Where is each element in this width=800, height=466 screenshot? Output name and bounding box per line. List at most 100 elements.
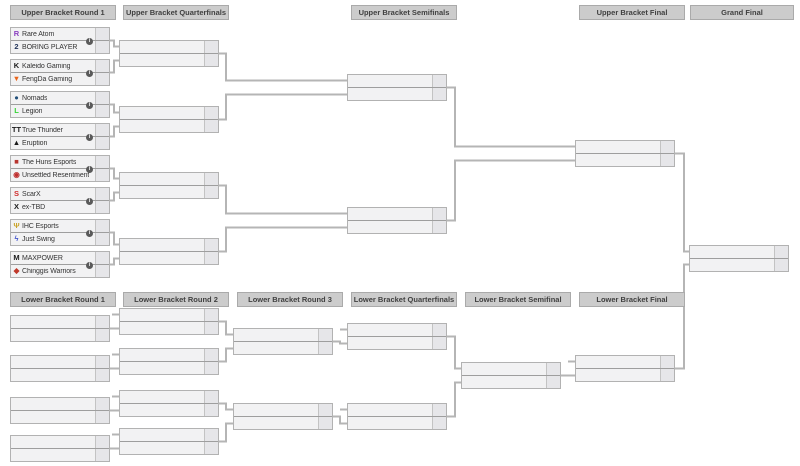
team-slot[interactable]: ▼ FengDa Gaming — [11, 72, 109, 85]
header-upper-bracket-final: Upper Bracket Final — [579, 5, 685, 20]
empty-team-slot — [120, 441, 218, 454]
team-name: BORING PLAYER — [22, 43, 78, 51]
score-cell — [318, 404, 332, 416]
match-info-icon[interactable]: i — [86, 70, 93, 77]
header-lower-bracket-semifinal: Lower Bracket Semifinal — [465, 292, 571, 307]
team-name: IHC Esports — [22, 222, 59, 230]
score-cell — [660, 369, 674, 381]
team-slot[interactable]: TT True Thunder — [11, 124, 109, 136]
ub-r1-match-1: R Rare Atom 2 BORING PLAYER i — [10, 27, 110, 54]
team-logo-icon: ◆ — [13, 266, 20, 275]
empty-team-slot — [11, 410, 109, 423]
score-cell — [95, 41, 109, 53]
score-cell — [204, 239, 218, 251]
ub-qf-match-1 — [119, 40, 219, 67]
team-name: Rare Atom — [22, 30, 55, 38]
score-cell — [95, 105, 109, 117]
score-cell — [204, 186, 218, 198]
team-name: The Huns Esports — [22, 158, 77, 166]
match-info-icon[interactable]: i — [86, 198, 93, 205]
team-name: ex-TBD — [22, 203, 46, 211]
score-cell — [204, 309, 218, 321]
team-slot[interactable]: ◆ Chinggis Warriors — [11, 264, 109, 277]
score-cell — [95, 233, 109, 245]
team-slot[interactable]: ● Nomads — [11, 92, 109, 104]
team-slot[interactable]: S ScarX — [11, 188, 109, 200]
team-slot[interactable]: M MAXPOWER — [11, 252, 109, 264]
empty-team-slot — [348, 220, 446, 233]
score-cell — [95, 329, 109, 341]
team-logo-icon: ■ — [14, 157, 19, 166]
match-info-icon[interactable]: i — [86, 230, 93, 237]
score-cell — [95, 220, 109, 232]
team-slot[interactable]: ■ The Huns Esports — [11, 156, 109, 168]
empty-team-slot — [234, 329, 332, 341]
empty-team-slot — [120, 429, 218, 441]
score-cell — [432, 221, 446, 233]
header-lower-bracket-round-1: Lower Bracket Round 1 — [10, 292, 116, 307]
score-cell — [204, 442, 218, 454]
score-cell — [204, 120, 218, 132]
team-slot[interactable]: K Kaleido Gaming — [11, 60, 109, 72]
header-upper-bracket-round-1: Upper Bracket Round 1 — [10, 5, 116, 20]
empty-team-slot — [690, 246, 788, 258]
match-info-icon[interactable]: i — [86, 262, 93, 269]
match-info-icon[interactable]: i — [86, 134, 93, 141]
empty-team-slot — [11, 398, 109, 410]
ub-r1-match-3: ● Nomads L Legion i — [10, 91, 110, 118]
score-cell — [95, 252, 109, 264]
ub-qf-match-2 — [119, 106, 219, 133]
team-slot[interactable]: 2 BORING PLAYER — [11, 40, 109, 53]
team-name: Just Swing — [22, 235, 55, 243]
empty-team-slot — [120, 107, 218, 119]
team-name: FengDa Gaming — [22, 75, 73, 83]
team-slot[interactable]: L Legion — [11, 104, 109, 117]
ub-sf-match-1 — [347, 74, 447, 101]
empty-team-slot — [462, 375, 560, 388]
team-logo-icon: TT — [11, 125, 22, 134]
team-name: ScarX — [22, 190, 41, 198]
score-cell — [204, 322, 218, 334]
score-cell — [432, 337, 446, 349]
header-lower-bracket-final: Lower Bracket Final — [579, 292, 685, 307]
score-cell — [432, 75, 446, 87]
score-cell — [432, 324, 446, 336]
team-slot[interactable]: ▲ Eruption — [11, 136, 109, 149]
score-cell — [204, 391, 218, 403]
lb-r2-match-2 — [119, 348, 219, 375]
empty-team-slot — [120, 251, 218, 264]
team-slot[interactable]: X ex-TBD — [11, 200, 109, 213]
team-name: MAXPOWER — [22, 254, 63, 262]
match-info-icon[interactable]: i — [86, 38, 93, 45]
score-cell — [204, 429, 218, 441]
score-cell — [318, 329, 332, 341]
score-cell — [95, 137, 109, 149]
match-info-icon[interactable]: i — [86, 102, 93, 109]
lb-r1-match-1 — [10, 315, 110, 342]
ub-final-match — [575, 140, 675, 167]
empty-team-slot — [11, 328, 109, 341]
team-slot[interactable]: ϟ Just Swing — [11, 232, 109, 245]
empty-team-slot — [120, 119, 218, 132]
team-slot[interactable]: R Rare Atom — [11, 28, 109, 40]
empty-team-slot — [120, 349, 218, 361]
score-cell — [95, 92, 109, 104]
team-slot[interactable]: Ψ IHC Esports — [11, 220, 109, 232]
header-upper-bracket-quarterfinals: Upper Bracket Quarterfinals — [123, 5, 229, 20]
score-cell — [95, 60, 109, 72]
ub-r1-match-5: ■ The Huns Esports ◉ Unsettled Resentmen… — [10, 155, 110, 182]
score-cell — [95, 316, 109, 328]
team-logo-icon: ▼ — [12, 74, 21, 83]
header-lower-bracket-quarterfinals: Lower Bracket Quarterfinals — [351, 292, 457, 307]
match-info-icon[interactable]: i — [86, 166, 93, 173]
team-logo-icon: ◉ — [13, 170, 20, 179]
empty-team-slot — [120, 361, 218, 374]
team-slot[interactable]: ◉ Unsettled Resentment — [11, 168, 109, 181]
team-logo-icon: M — [13, 253, 20, 262]
score-cell — [95, 73, 109, 85]
team-logo-icon: X — [13, 202, 19, 211]
empty-team-slot — [11, 448, 109, 461]
team-logo-icon: S — [13, 189, 19, 198]
team-logo-icon: ● — [14, 93, 19, 102]
team-name: Chinggis Warriors — [22, 267, 76, 275]
